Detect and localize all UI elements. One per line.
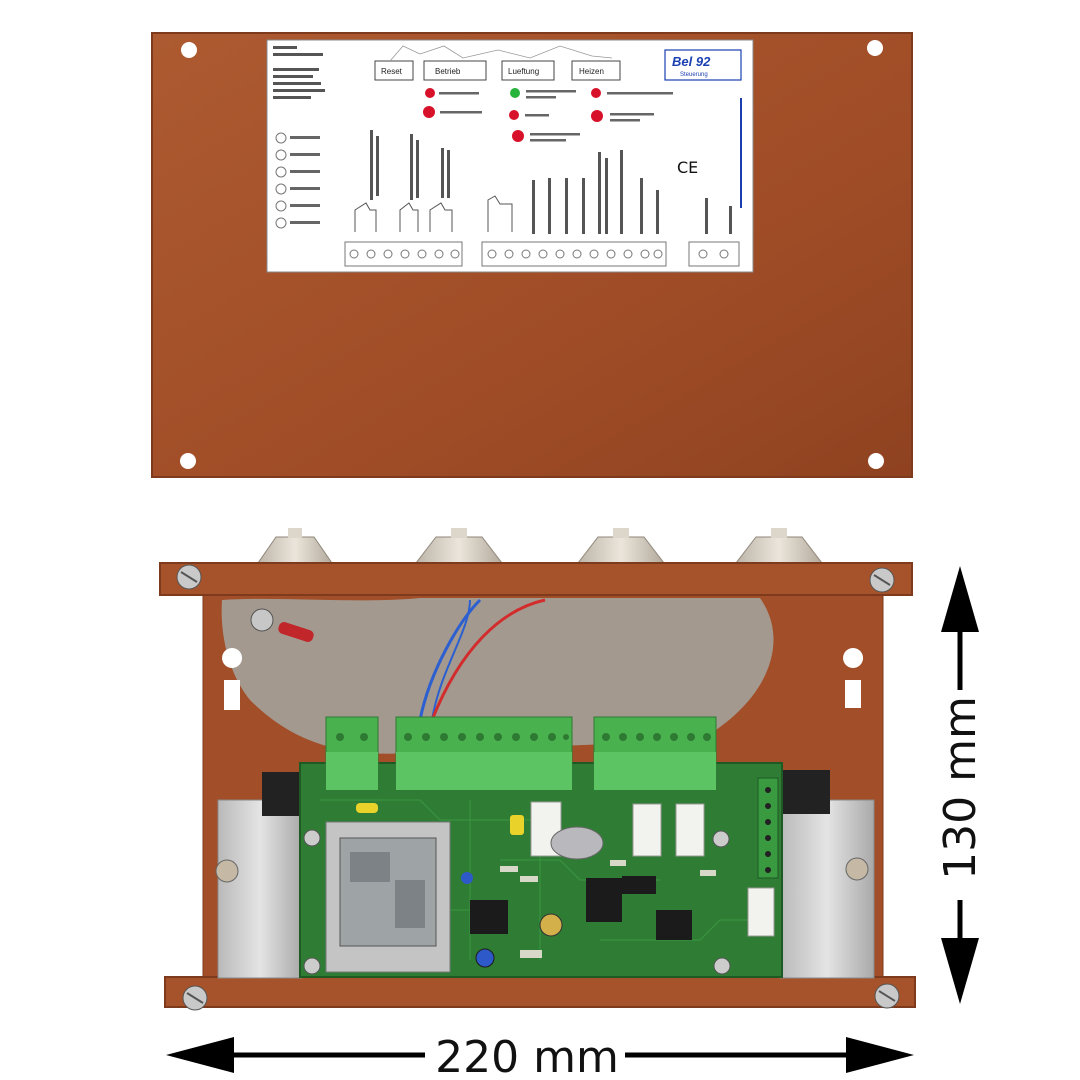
label-button: Reset	[381, 67, 403, 76]
terminal-block-2pin	[325, 716, 379, 791]
led-red-indicator	[591, 110, 603, 122]
height-dimension-label: 130 mm	[935, 696, 986, 880]
lid-screw-hole	[867, 40, 883, 56]
height-dimension: 130 mm	[935, 566, 986, 1004]
width-dimension-label: 220 mm	[435, 1032, 619, 1080]
brand-subtitle: Steuerung	[680, 72, 708, 78]
lid-screw-hole	[181, 42, 197, 58]
label-button-row: Reset Betrieb Lueftung Heizen	[374, 45, 621, 81]
led-red-indicator	[425, 88, 435, 98]
rail-screw	[874, 983, 900, 1009]
led-red-indicator	[512, 130, 524, 142]
enclosure-lid: Reset Betrieb Lueftung Heizen Bel 92 Ste…	[151, 32, 913, 478]
lid-screw-hole	[180, 453, 196, 469]
brand-name: Bel 92	[672, 54, 711, 69]
enclosure-base	[159, 528, 916, 1011]
standoff-screw	[845, 857, 869, 881]
label-button: Lueftung	[508, 67, 539, 76]
rail-screw	[869, 567, 895, 593]
label-panel: Reset Betrieb Lueftung Heizen Bel 92 Ste…	[266, 39, 754, 273]
led-red-indicator	[591, 88, 601, 98]
brand-box: Bel 92 Steuerung	[664, 49, 742, 81]
circuit-board	[299, 762, 783, 978]
terminal-block-10pin	[395, 716, 573, 791]
lid-screw-hole	[868, 453, 884, 469]
relay	[632, 803, 662, 857]
label-button: Betrieb	[435, 67, 461, 76]
insulation-foam	[221, 598, 774, 754]
led-green-indicator	[510, 88, 520, 98]
rail-screw	[182, 985, 208, 1011]
width-dimension: 220 mm	[166, 1032, 914, 1080]
relay	[675, 803, 705, 857]
label-terminal-strip	[344, 241, 740, 267]
transformer	[325, 821, 451, 973]
heat-sink-left	[217, 799, 303, 979]
label-button: Heizen	[579, 67, 604, 76]
standoff-screw	[215, 859, 239, 883]
led-red-indicator	[509, 110, 519, 120]
relay	[747, 887, 775, 937]
led-red-indicator	[423, 106, 435, 118]
cable-grommets	[257, 528, 824, 564]
ce-mark: CE	[677, 158, 698, 177]
heat-sink-right	[779, 799, 875, 979]
rail-screw	[176, 564, 202, 590]
terminal-block-7pin	[593, 716, 717, 791]
